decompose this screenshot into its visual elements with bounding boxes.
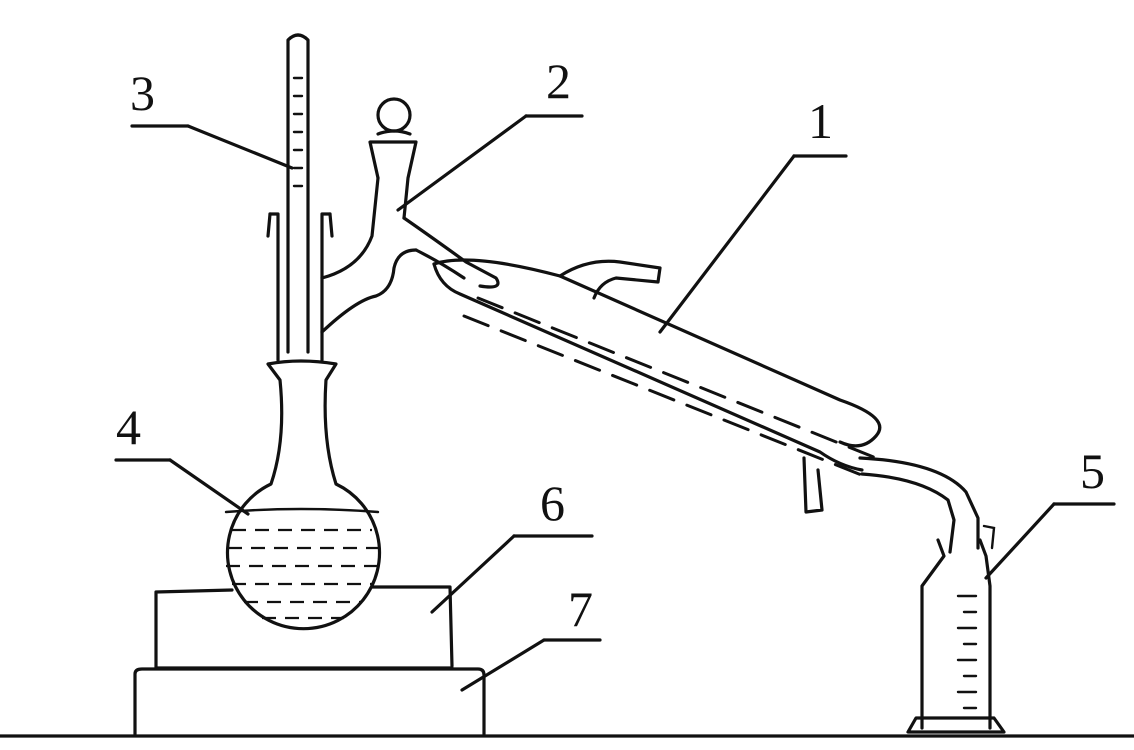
label-4: 4 [116, 399, 141, 455]
label-3: 3 [130, 65, 155, 121]
glass-stopper [376, 97, 412, 136]
distilling-head [266, 140, 500, 362]
round-bottom-flask [224, 359, 382, 631]
condenser [432, 258, 980, 554]
label-6: 6 [540, 475, 565, 531]
thermometer [286, 33, 310, 354]
receiving-cylinder [906, 524, 1006, 734]
flask-liquid [226, 528, 378, 620]
label-2: 2 [546, 53, 571, 109]
leader-lines [114, 114, 1116, 692]
label-7: 7 [568, 581, 593, 637]
label-5: 5 [1080, 443, 1105, 499]
base-block [133, 667, 486, 736]
heating-mantle [154, 585, 454, 670]
label-1: 1 [808, 93, 833, 149]
